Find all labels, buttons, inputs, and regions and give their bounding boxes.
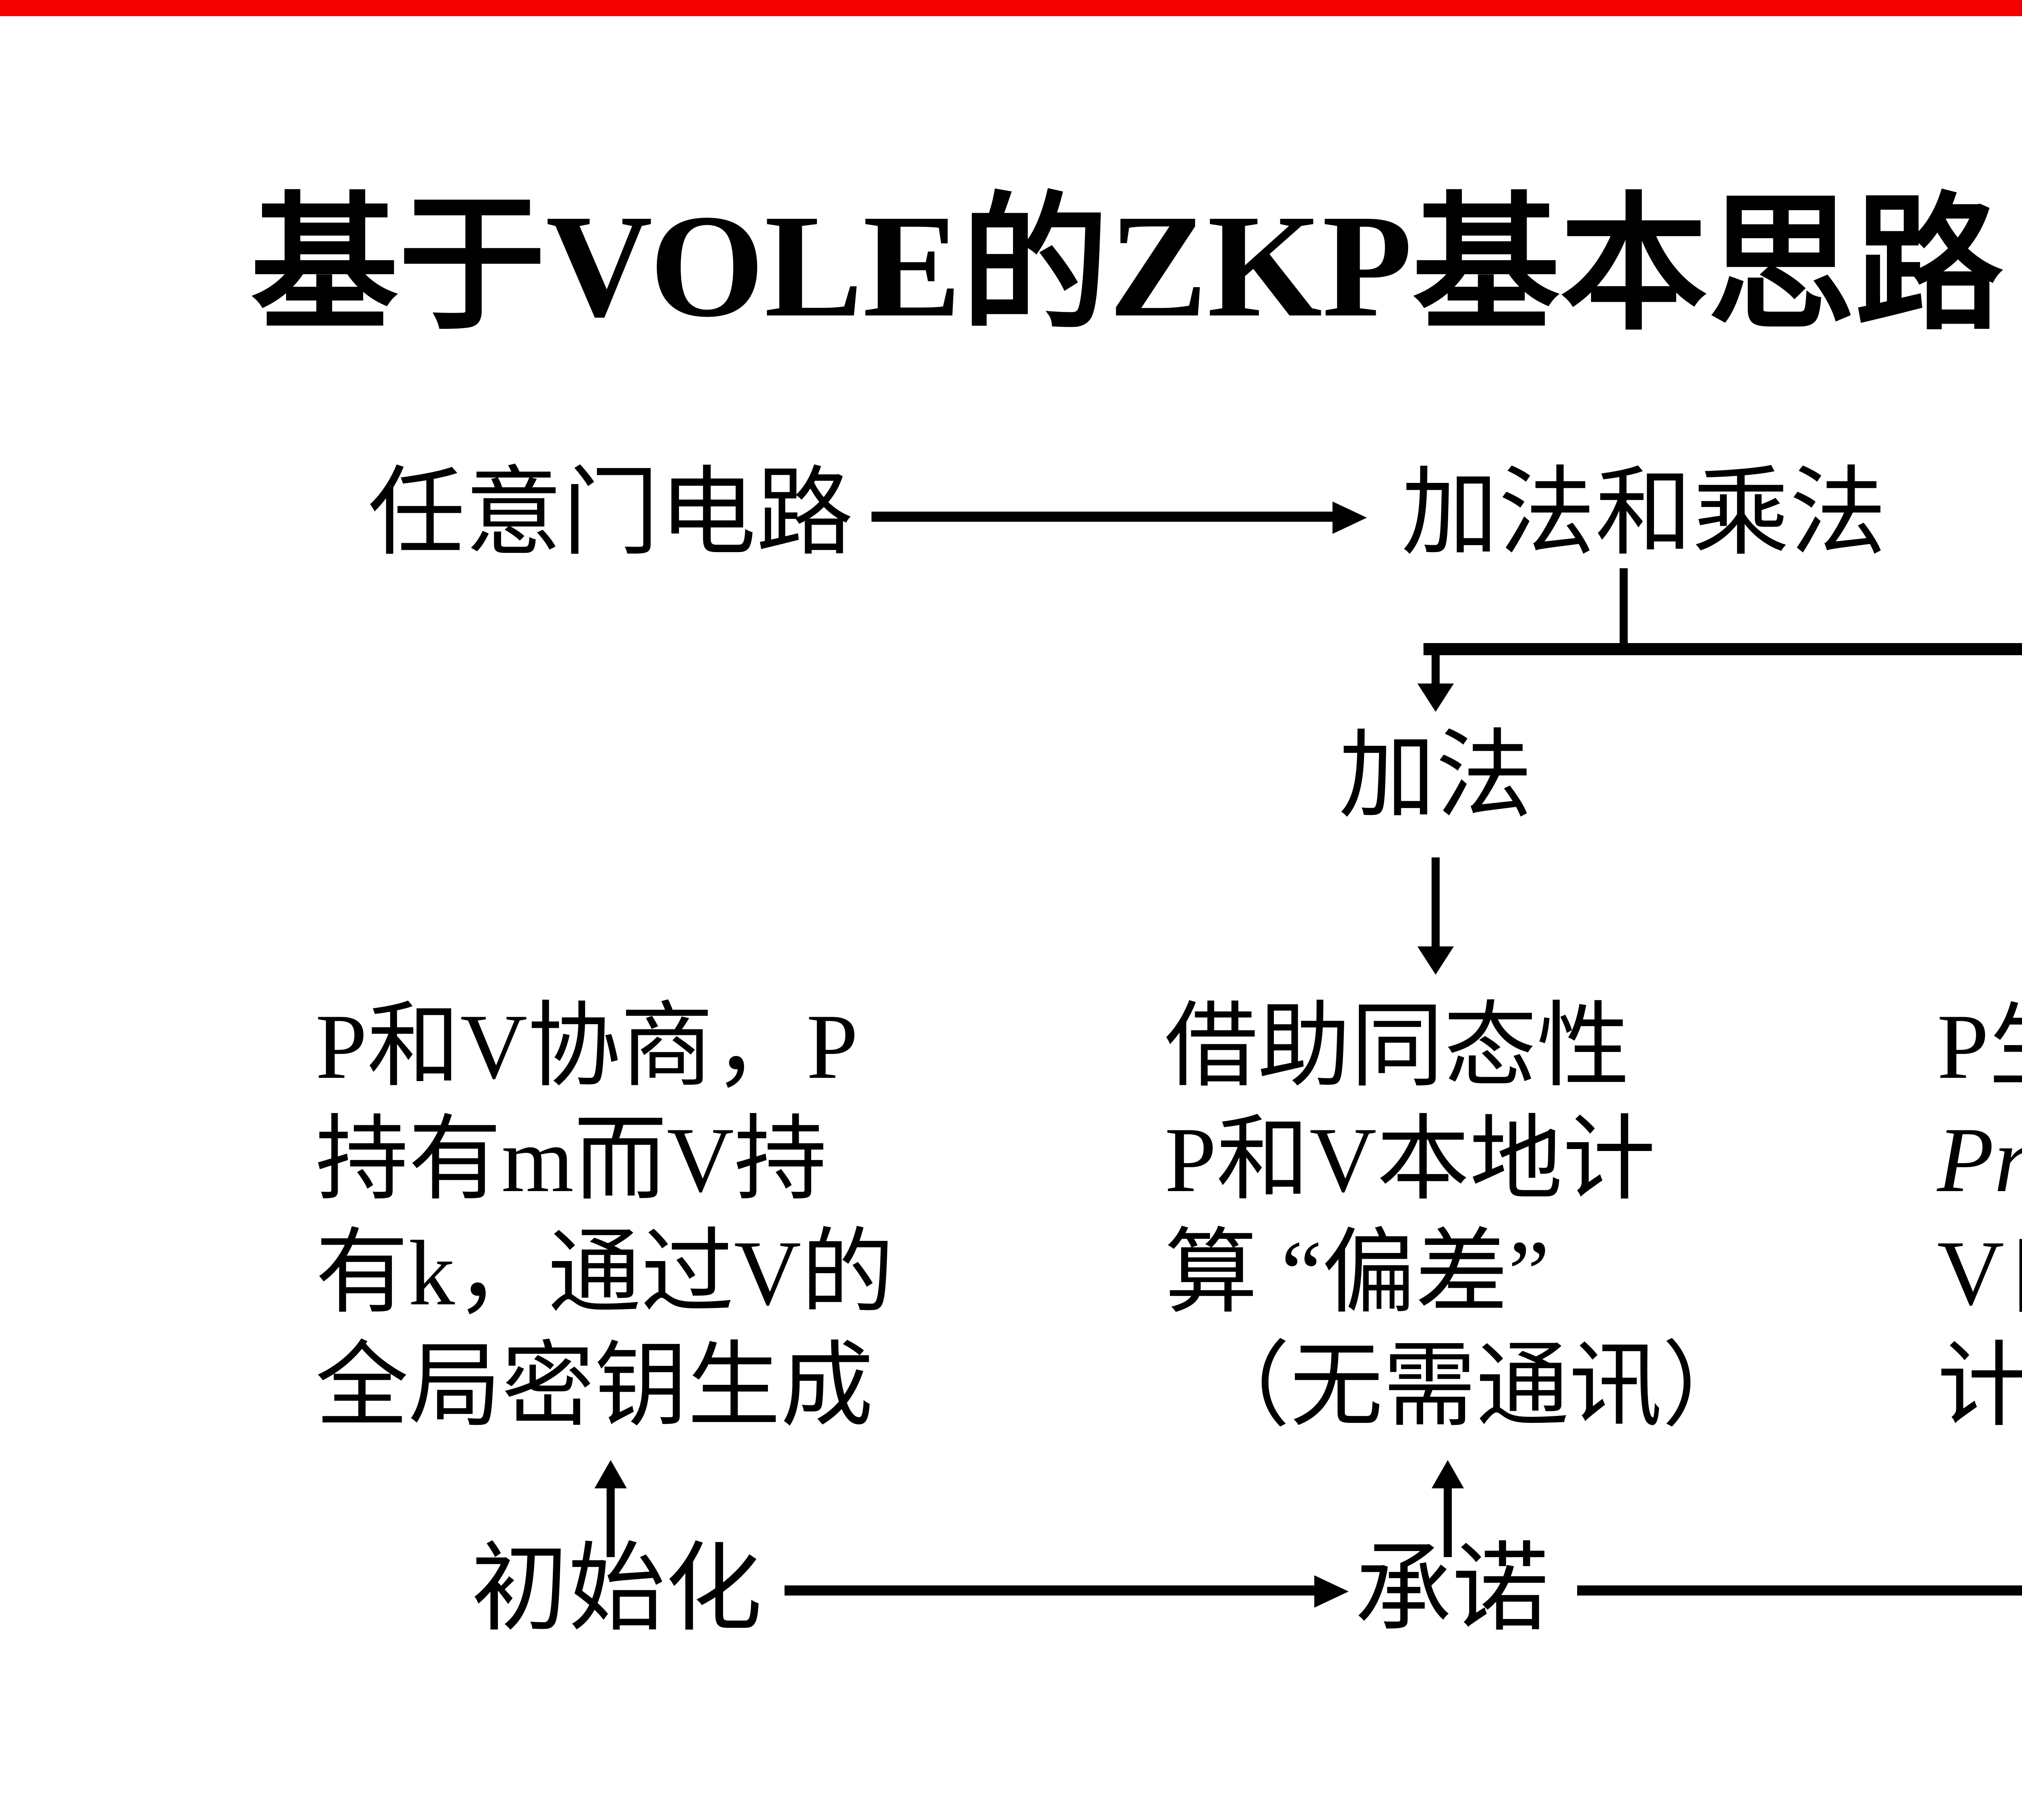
line4-prefix: 计算并验证: [1937, 1335, 2022, 1438]
line1-prefix: P生成: [1937, 995, 2022, 1098]
node-init: 初始化: [471, 1537, 763, 1644]
detail-middle-line: 借助同态性: [1165, 995, 1630, 1098]
branch-stem: [1620, 568, 1628, 647]
top-red-bar: [0, 0, 2022, 16]
init-commit-arrow-icon: [1314, 1575, 1349, 1608]
detail-left-line: P和V协商，P: [315, 995, 858, 1098]
branch-bar: [1423, 643, 2022, 655]
node-commit: 承诺: [1355, 1537, 1549, 1644]
detail-block-left: P和V协商，P 持有m而V持 有k，通过V的 全局密钥生成: [315, 991, 894, 1444]
init-up-arrow-icon: [594, 1460, 627, 1488]
detail-right-line1: P生成π =: [1937, 991, 2022, 1104]
add-down-arrow-icon: [1417, 946, 1454, 975]
detail-left-line: 持有m而V持: [315, 1108, 827, 1211]
page-title: 基于VOLE的ZKP基本思路: [251, 184, 2003, 348]
node-circuit: 任意门电路: [368, 461, 854, 568]
commit-verify-arrow-shaft: [1577, 1585, 2022, 1596]
branch-left-arrow-icon: [1417, 684, 1454, 712]
node-addmul: 加法和乘法: [1401, 461, 1887, 568]
detail-left-line: 有k，通过V的: [315, 1221, 895, 1325]
init-commit-arrow-shaft: [785, 1585, 1314, 1596]
detail-right-line4: 计算并验证π是否一致: [1937, 1331, 2022, 1444]
detail-middle-line: （无需通讯）: [1197, 1335, 1755, 1438]
detail-block-right: P生成π = Prove(m, witness) V自己用k和全局密钥 计算并验…: [1937, 991, 2022, 1444]
detail-block-middle: 借助同态性 P和V本地计 算 “偏差” （无需通讯）: [1165, 991, 1755, 1444]
arrow-right-icon: [1332, 502, 1367, 534]
commit-up-shaft: [1444, 1488, 1452, 1557]
detail-middle-line: P和V本地计: [1165, 1108, 1656, 1211]
add-down-shaft: [1432, 857, 1440, 948]
detail-right-line3: V自己用k和全局密钥: [1937, 1221, 2022, 1325]
arrow-right-shaft: [871, 512, 1332, 522]
node-add: 加法: [1339, 724, 1533, 831]
init-up-shaft: [607, 1488, 615, 1557]
detail-left-line: 全局密钥生成: [315, 1335, 874, 1438]
commit-up-arrow-icon: [1432, 1460, 1464, 1488]
detail-middle-line: 算 “偏差”: [1165, 1221, 1550, 1325]
branch-left-shaft: [1432, 655, 1440, 686]
prove-formula: Prove(m, witness): [1937, 1108, 2022, 1211]
